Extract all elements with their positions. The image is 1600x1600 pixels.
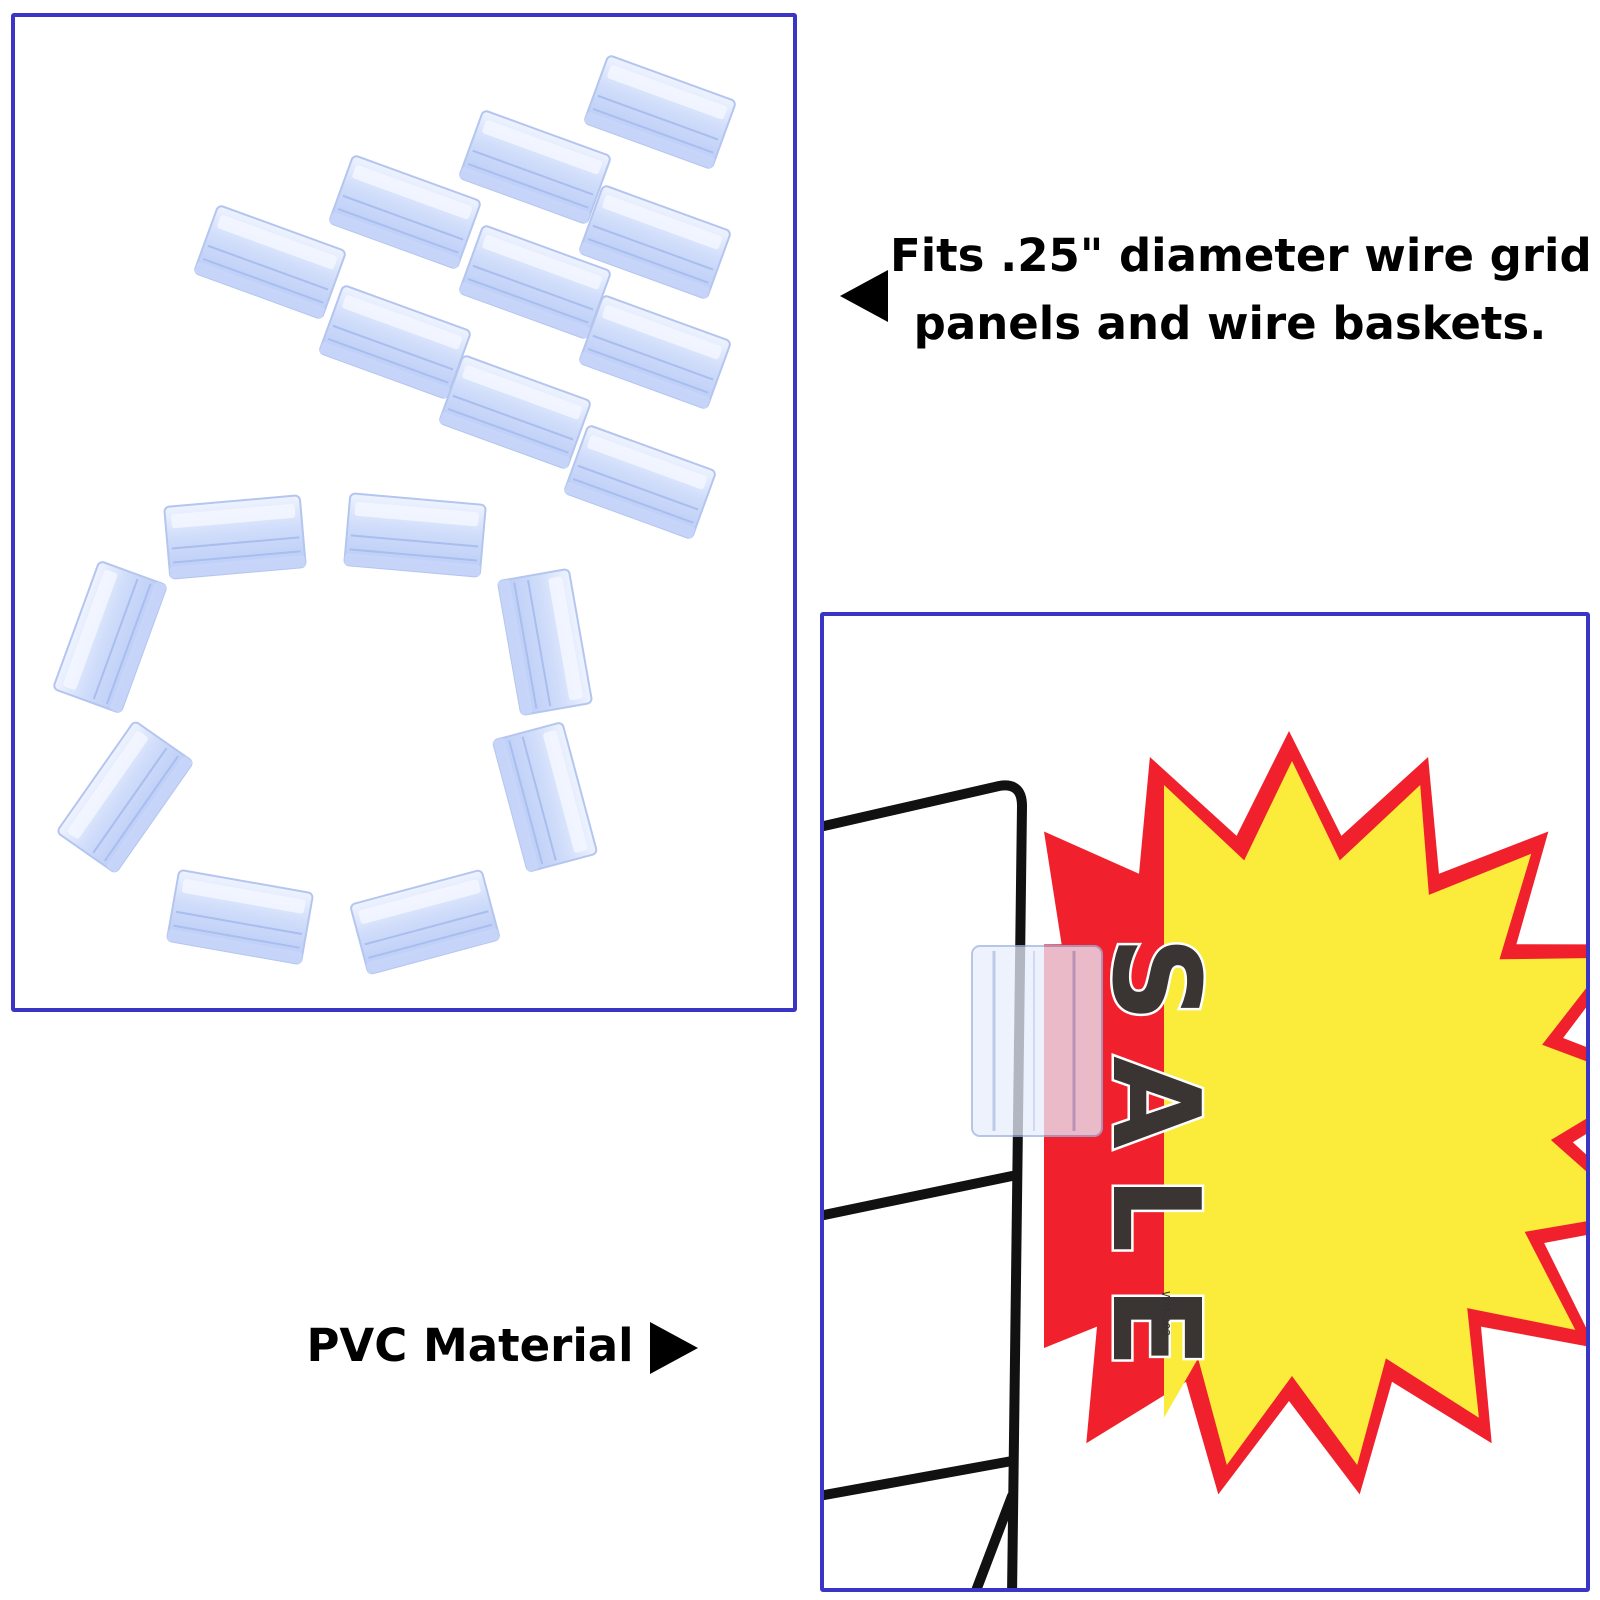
clip-item [317, 283, 473, 401]
product-image-frame [11, 13, 797, 1012]
sale-letter: E [1085, 1286, 1224, 1368]
wire-crossbar [824, 1456, 1017, 1501]
clip-item [51, 559, 169, 715]
clip-item [491, 720, 599, 874]
sign-code: WM-302 [1159, 1291, 1172, 1336]
sign-demo-illustration: S A L E WM-302 [824, 731, 1586, 1588]
clip-item [343, 492, 487, 578]
demo-image-frame: S A L E WM-302 [820, 612, 1590, 1592]
arrow-left-icon [840, 270, 888, 322]
sale-sign: S A L E WM-302 [1044, 731, 1586, 1495]
clips-illustration [51, 53, 738, 976]
wire-diagonal [971, 1491, 1017, 1588]
sign-yellow-fill [1164, 761, 1586, 1465]
wire-fit-caption: Fits .25" diameter wire grid panels and … [890, 222, 1592, 358]
arrow-right-icon [650, 1322, 698, 1374]
wire-crossbar [824, 1171, 1017, 1221]
clip-item [348, 868, 502, 976]
clip-item [192, 203, 348, 321]
clip-item [457, 108, 613, 226]
clip-item [582, 53, 738, 171]
clip-item [496, 567, 594, 717]
sale-letter: L [1085, 1176, 1224, 1252]
clip-item [437, 353, 593, 471]
material-caption: PVC Material [306, 1319, 634, 1372]
wire-grid [824, 780, 1028, 1588]
clip-item [327, 153, 483, 271]
clip-item [55, 719, 195, 875]
caption-line-2: panels and wire baskets. [913, 297, 1547, 350]
mounted-clip [971, 945, 1103, 1137]
clip-item [577, 293, 733, 411]
wire-frame [824, 780, 1028, 1588]
sale-letter: A [1085, 1056, 1224, 1149]
clip-item [165, 868, 315, 966]
sale-letter: S [1085, 936, 1224, 1022]
clip-item [562, 423, 718, 541]
caption-line-1: Fits .25" diameter wire grid [890, 229, 1592, 282]
clip-item [163, 494, 307, 580]
